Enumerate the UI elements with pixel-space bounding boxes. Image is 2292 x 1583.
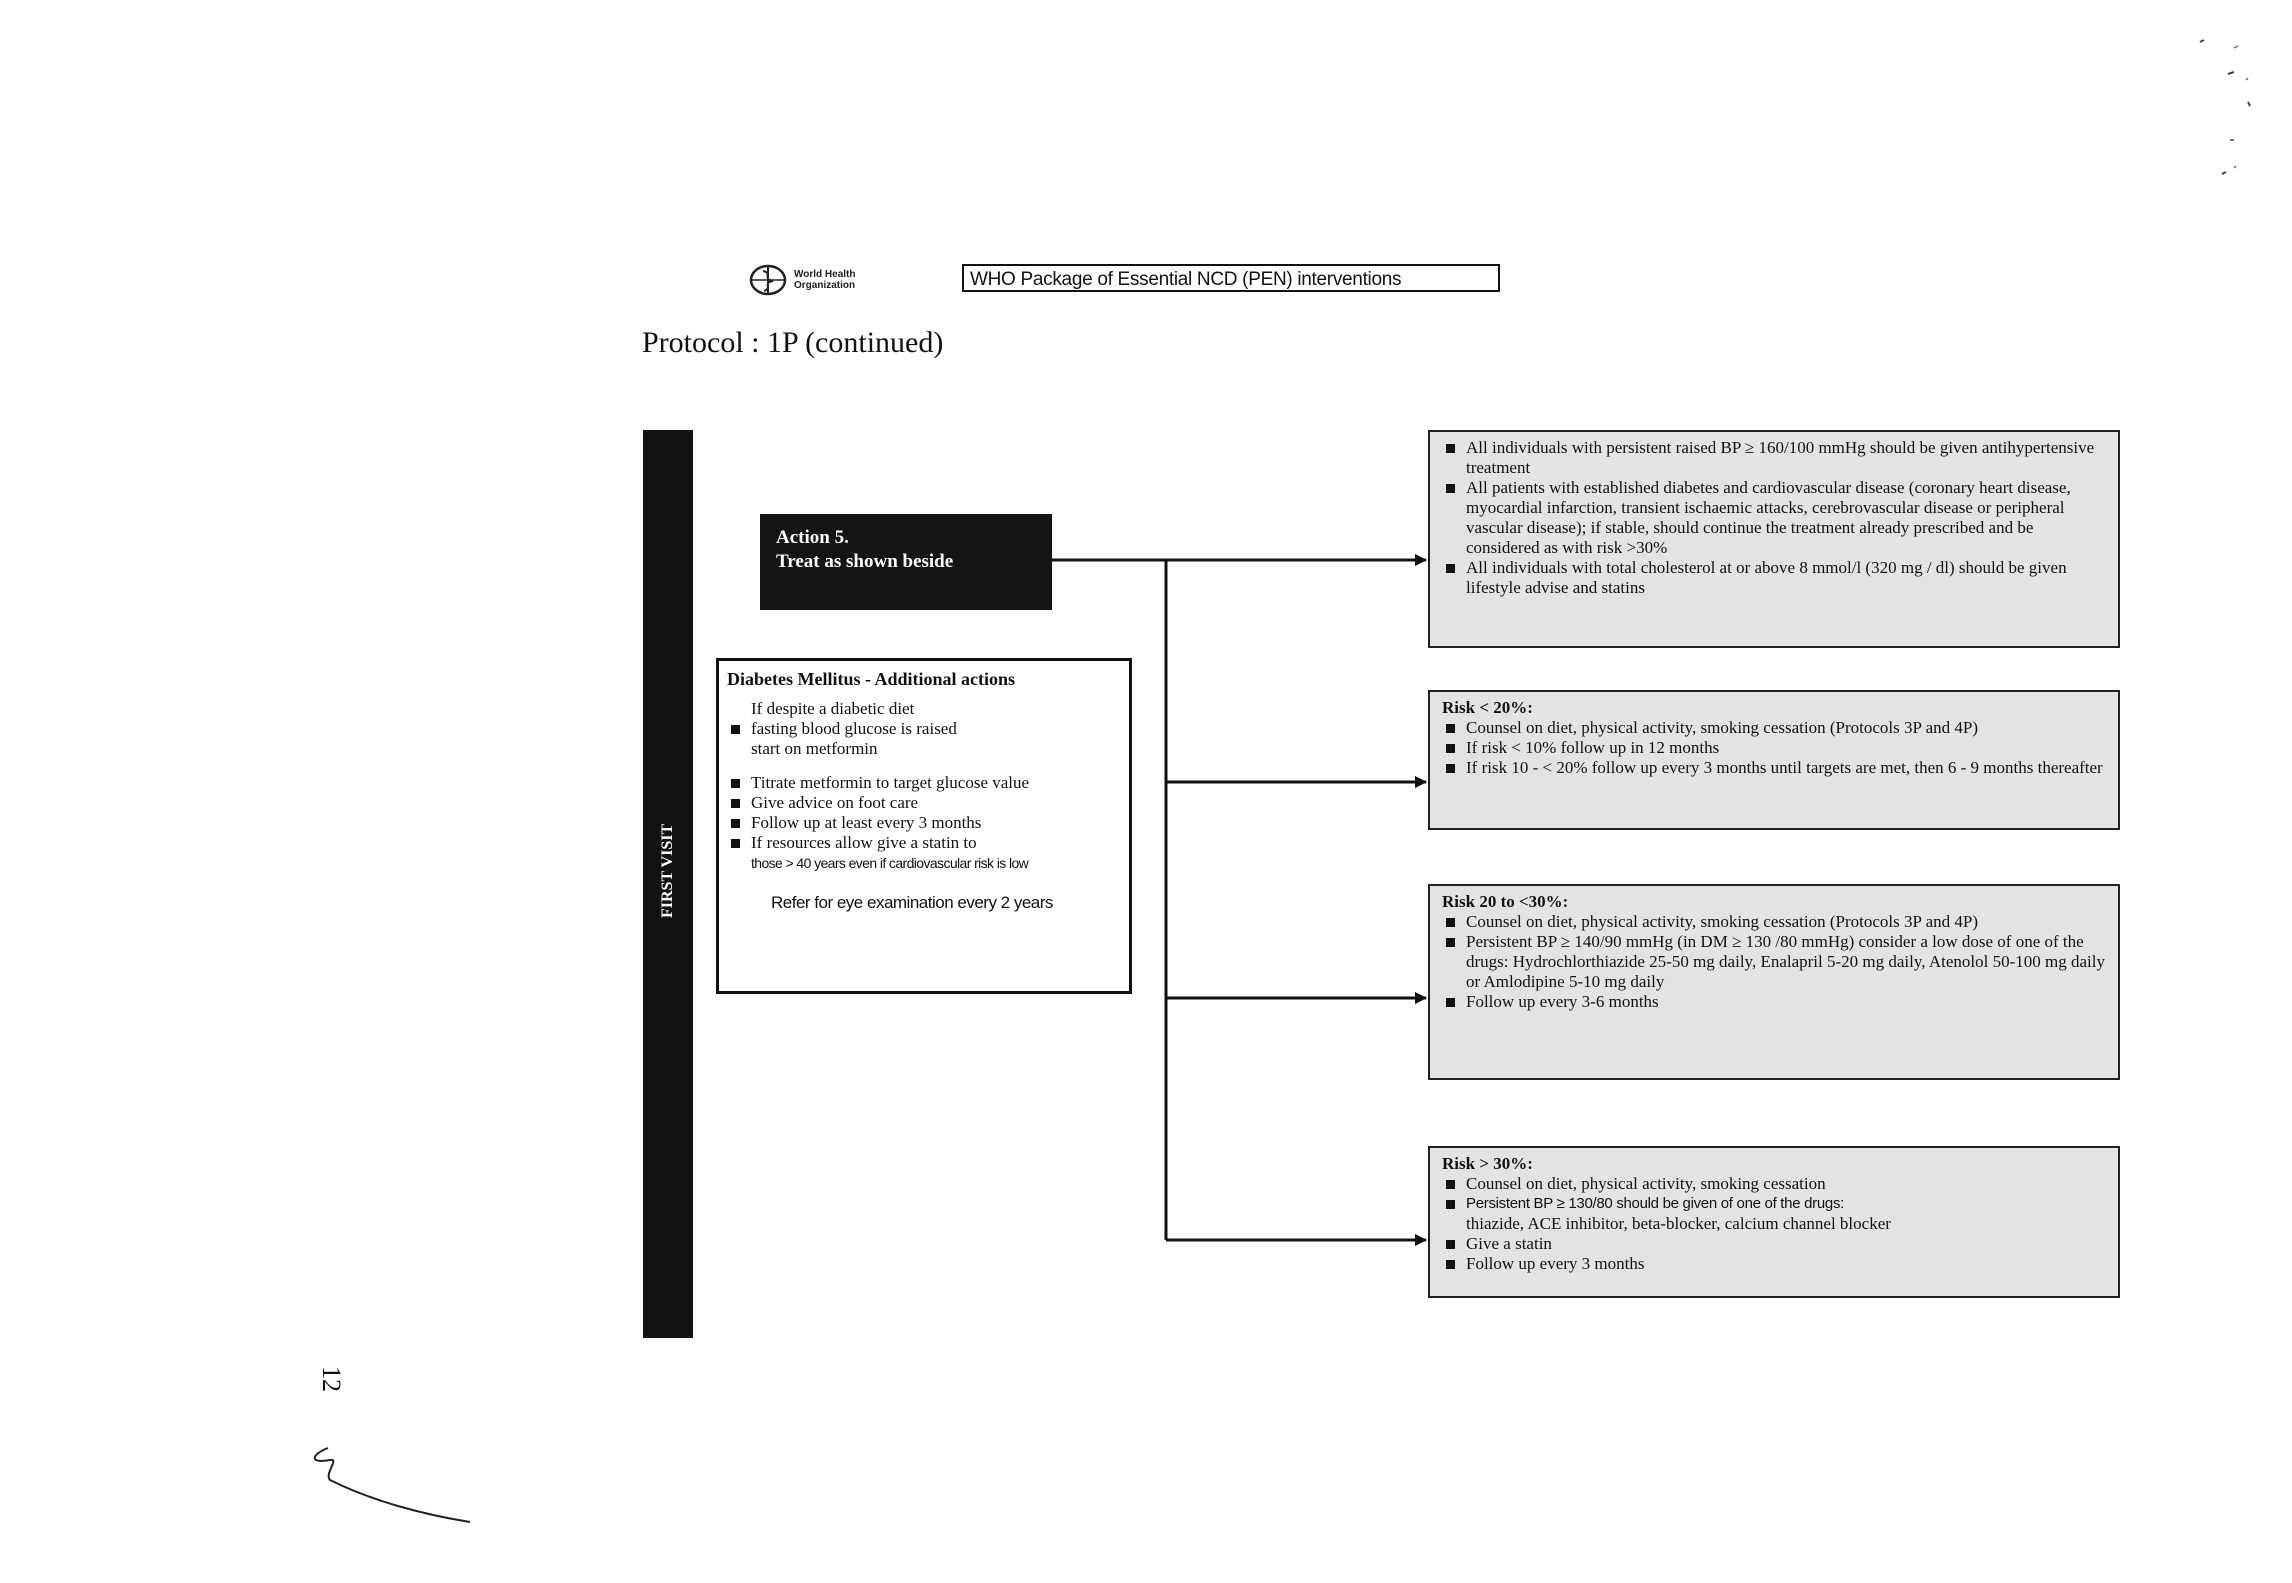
diabetes-item: Give advice on foot care bbox=[727, 793, 1121, 813]
bullet-icon bbox=[1446, 764, 1455, 773]
bullet-icon bbox=[1446, 564, 1455, 573]
who-logo: World Health Organization bbox=[748, 262, 878, 298]
box-item: Persistent BP ≥ 130/80 should be given o… bbox=[1442, 1194, 2106, 1234]
package-title: WHO Package of Essential NCD (PEN) inter… bbox=[962, 264, 1500, 292]
box-item: All individuals with persistent raised B… bbox=[1442, 438, 2106, 478]
first-visit-bar bbox=[643, 430, 693, 1338]
box-item: Counsel on diet, physical activity, smok… bbox=[1442, 718, 2106, 738]
signature-mark bbox=[313, 1447, 471, 1523]
box-item: Follow up every 3-6 months bbox=[1442, 992, 2106, 1012]
diabetes-title: Diabetes Mellitus - Additional actions bbox=[727, 669, 1016, 689]
box-item: All patients with established diabetes a… bbox=[1442, 478, 2106, 558]
all-individuals-box: All individuals with persistent raised B… bbox=[1428, 430, 2120, 648]
protocol-title: Protocol : 1P (continued) bbox=[642, 326, 944, 359]
bullet-icon bbox=[1446, 998, 1455, 1007]
scan-marks bbox=[2199, 39, 2251, 175]
box-item: Counsel on diet, physical activity, smok… bbox=[1442, 912, 2106, 932]
diabetes-box: Diabetes Mellitus - Additional actions I… bbox=[716, 658, 1132, 994]
bullet-icon bbox=[1446, 938, 1455, 947]
bullet-icon bbox=[731, 799, 740, 808]
box-item: Give a statin bbox=[1442, 1234, 2106, 1254]
box-header: Risk < 20%: bbox=[1442, 698, 1533, 717]
first-visit-label: FIRST VISIT bbox=[659, 823, 676, 918]
risk-gt30-box: Risk > 30%: Counsel on diet, physical ac… bbox=[1428, 1146, 2120, 1298]
bullet-icon bbox=[1446, 1260, 1455, 1269]
box-item: Follow up every 3 months bbox=[1442, 1254, 2106, 1274]
box-item: Persistent BP ≥ 140/90 mmHg (in DM ≥ 130… bbox=[1442, 932, 2106, 992]
bullet-icon bbox=[1446, 724, 1455, 733]
diabetes-refer: Refer for eye examination every 2 years bbox=[771, 893, 1053, 912]
risk-lt20-box: Risk < 20%: Counsel on diet, physical ac… bbox=[1428, 690, 2120, 830]
bullet-icon bbox=[1446, 444, 1455, 453]
page-number: 12 bbox=[317, 1366, 346, 1392]
diabetes-item: Titrate metformin to target glucose valu… bbox=[727, 773, 1121, 793]
box-item: If risk 10 - < 20% follow up every 3 mon… bbox=[1442, 758, 2106, 778]
diabetes-item: Follow up at least every 3 months bbox=[727, 813, 1121, 833]
action-text: Treat as shown beside bbox=[776, 551, 954, 572]
box-item: All individuals with total cholesterol a… bbox=[1442, 558, 2106, 598]
box-item: If risk < 10% follow up in 12 months bbox=[1442, 738, 2106, 758]
who-org-name: World Health Organization bbox=[794, 269, 856, 291]
bullet-icon bbox=[731, 779, 740, 788]
action-title: Action 5. bbox=[776, 527, 849, 548]
who-emblem-icon bbox=[749, 264, 787, 296]
risk-20-30-box: Risk 20 to <30%: Counsel on diet, physic… bbox=[1428, 884, 2120, 1080]
bullet-icon bbox=[1446, 484, 1455, 493]
bullet-icon bbox=[1446, 918, 1455, 927]
box-item: Counsel on diet, physical activity, smok… bbox=[1442, 1174, 2106, 1194]
diabetes-item: If resources allow give a statin to thos… bbox=[727, 833, 1121, 873]
action-box: Action 5. Treat as shown beside bbox=[760, 514, 1052, 610]
bullet-icon bbox=[1446, 1240, 1455, 1249]
diabetes-item: If despite a diabetic diet fasting blood… bbox=[727, 699, 1121, 759]
bullet-icon bbox=[731, 725, 740, 734]
bullet-icon bbox=[731, 819, 740, 828]
bullet-icon bbox=[1446, 1200, 1455, 1209]
bullet-icon bbox=[1446, 1180, 1455, 1189]
bullet-icon bbox=[1446, 744, 1455, 753]
box-header: Risk 20 to <30%: bbox=[1442, 892, 1569, 911]
bullet-icon bbox=[731, 839, 740, 848]
box-header: Risk > 30%: bbox=[1442, 1154, 1533, 1173]
